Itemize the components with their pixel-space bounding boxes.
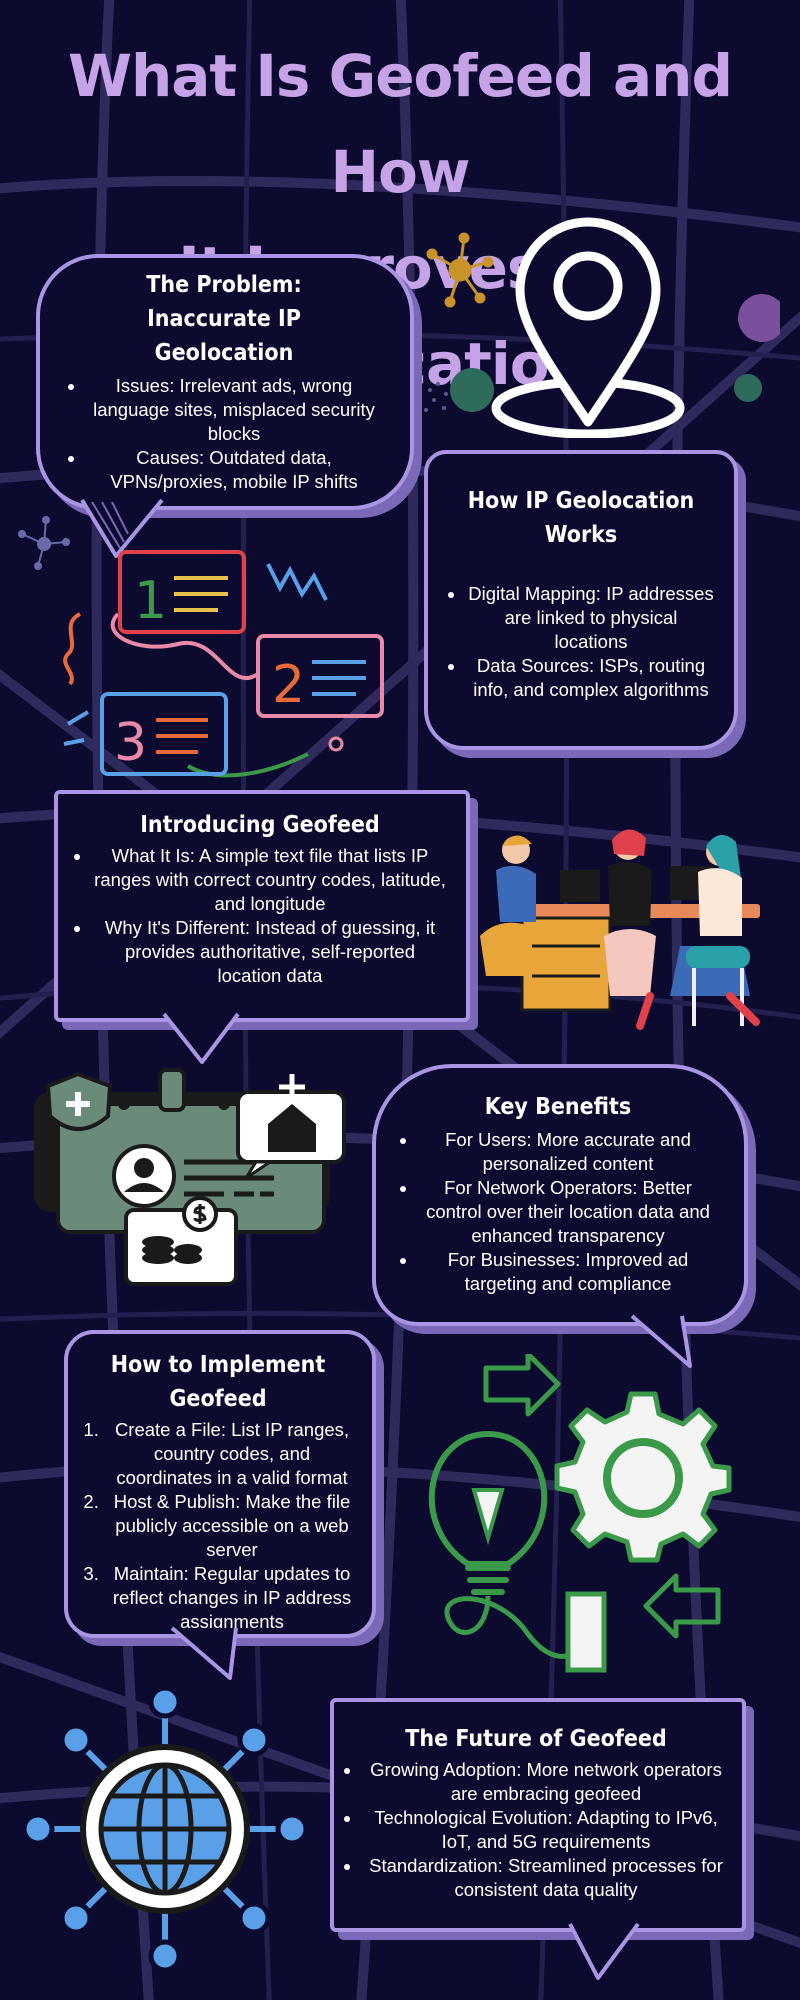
introducing-item: Why It's Different: Instead of guessing,… — [92, 916, 448, 988]
globe-network-icon — [21, 1685, 309, 1973]
list-number-1: 1 — [134, 571, 167, 631]
future-item: Growing Adoption: More network operators… — [362, 1758, 730, 1806]
benefits-section: Key Benefits For Users: More accurate an… — [372, 1064, 748, 1326]
speech-tail — [568, 1922, 640, 1980]
speech-tail — [80, 498, 164, 558]
how-it-works-item: Digital Mapping: IP addresses are linked… — [466, 582, 716, 654]
benefits-heading: Key Benefits — [484, 1094, 632, 1120]
list-number-2: 2 — [272, 655, 305, 715]
profile-card-illustration — [34, 1068, 346, 1286]
future-item: Standardization: Streamlined processes f… — [362, 1854, 730, 1902]
future-section: The Future of Geofeed Growing Adoption: … — [330, 1698, 746, 1932]
people-at-computers-illustration — [480, 829, 760, 1030]
location-pin-icon — [491, 217, 685, 438]
implement-step: Maintain: Regular updates to reflect cha… — [104, 1562, 360, 1634]
implement-list: Create a File: List IP ranges, country c… — [76, 1418, 360, 1634]
speech-tail — [630, 1314, 692, 1368]
implement-heading: How to Implement Geofeed — [110, 1352, 326, 1412]
dot-decoration-icon — [424, 294, 780, 412]
speech-tail — [170, 1626, 238, 1680]
how-it-works-heading: How IP Geolocation Works — [467, 488, 695, 548]
how-it-works-item: Data Sources: ISPs, routing info, and co… — [466, 654, 716, 702]
molecule-decoration-icon — [18, 516, 70, 570]
list-number-3: 3 — [114, 713, 147, 773]
implement-section: How to Implement Geofeed Create a File: … — [64, 1330, 376, 1638]
title-line-1: What Is Geofeed and How — [68, 42, 733, 206]
future-item: Technological Evolution: Adapting to IPv… — [362, 1806, 730, 1854]
problem-list: Issues: Irrelevant ads, wrong language s… — [66, 374, 382, 494]
molecule-decoration-icon — [426, 232, 494, 308]
problem-section: The Problem: Inaccurate IP Geolocation I… — [36, 254, 414, 510]
introducing-item: What It Is: A simple text file that list… — [92, 844, 448, 916]
how-it-works-list: Digital Mapping: IP addresses are linked… — [446, 582, 716, 702]
future-heading: The Future of Geofeed — [405, 1726, 667, 1752]
benefits-item: For Users: More accurate and personalize… — [418, 1128, 718, 1176]
benefits-list: For Users: More accurate and personalize… — [398, 1128, 718, 1296]
lightbulb-gear-illustration — [428, 1354, 732, 1673]
how-it-works-section: How IP Geolocation Works Digital Mapping… — [424, 450, 738, 750]
benefits-item: For Businesses: Improved ad targeting an… — [418, 1248, 718, 1296]
problem-item: Causes: Outdated data, VPNs/proxies, mob… — [86, 446, 382, 494]
implement-step: Create a File: List IP ranges, country c… — [104, 1418, 360, 1490]
introducing-section: Introducing Geofeed What It Is: A simple… — [54, 790, 470, 1022]
future-list: Growing Adoption: More network operators… — [342, 1758, 730, 1902]
problem-item: Issues: Irrelevant ads, wrong language s… — [86, 374, 382, 446]
introducing-list: What It Is: A simple text file that list… — [72, 844, 448, 988]
speech-tail — [162, 1012, 240, 1064]
benefits-item: For Network Operators: Better control ov… — [418, 1176, 718, 1248]
numbered-list-illustration: 1 2 3 — [63, 550, 384, 778]
introducing-heading: Introducing Geofeed — [140, 812, 380, 838]
problem-heading: The Problem: Inaccurate IP Geolocation — [146, 272, 302, 366]
implement-step: Host & Publish: Make the file publicly a… — [104, 1490, 360, 1562]
